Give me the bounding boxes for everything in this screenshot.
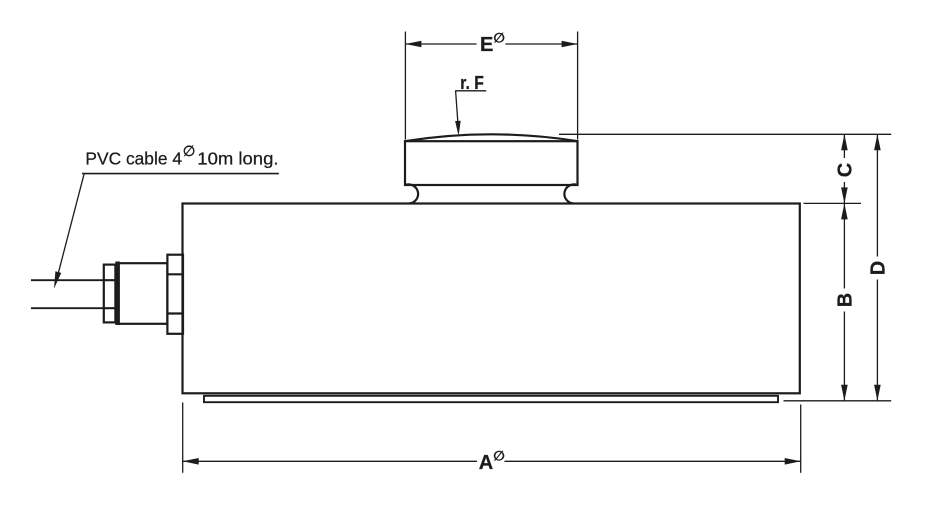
right-undercut-groove: [563, 183, 578, 205]
radius-leader-arrow: [455, 120, 461, 136]
radius-label: r. F: [460, 73, 484, 93]
load-button-dome: [404, 133, 579, 143]
dim-d-arrow-top: [874, 134, 881, 151]
dimension-e: E∅: [404, 30, 579, 140]
base-plate-outline: [203, 394, 779, 404]
gland-nut-flats: [103, 279, 116, 310]
gland-body-outline: [116, 262, 169, 325]
cable-callout: PVC cable 4 ∅ 10m long.: [54, 144, 279, 289]
dim-d-arrow-bottom: [874, 384, 881, 401]
dimension-b: B: [834, 203, 857, 401]
gland-flange-outline: [166, 253, 185, 335]
dimension-a: A∅: [182, 402, 802, 474]
cable-gland: [31, 253, 185, 335]
cable-leader-line: [57, 174, 85, 273]
cable-note-prefix: PVC cable 4: [85, 149, 182, 169]
dim-a-label: A∅: [479, 449, 505, 474]
left-undercut-groove: [405, 183, 420, 205]
right-extension-lines: [559, 133, 892, 402]
dim-b-arrow-bottom: [841, 384, 848, 401]
cable-lines: [31, 279, 104, 310]
dim-a-arrow-right: [784, 458, 801, 465]
load-button-outline: [403, 140, 579, 187]
radius-callout: r. F: [454, 73, 487, 136]
cable-note-dia-symbol: ∅: [183, 144, 196, 160]
dim-a-dia-symbol: ∅: [493, 449, 505, 464]
gland-nut-outline: [102, 263, 117, 324]
dim-e-label: E∅: [480, 30, 505, 56]
dim-e-arrow-left: [405, 40, 422, 48]
dim-a-letter: A: [479, 452, 493, 474]
dim-a-arrow-left: [182, 458, 199, 465]
dim-c-arrow-top: [841, 134, 848, 151]
cable-leader-arrow: [54, 271, 62, 289]
dim-d-label: D: [867, 261, 889, 275]
dimension-d: D: [867, 134, 890, 401]
dim-e-arrow-right: [561, 40, 578, 48]
dimension-c: C: [834, 134, 857, 204]
dim-e-letter: E: [480, 34, 493, 56]
dim-c-label: C: [834, 163, 856, 177]
dim-e-dia-symbol: ∅: [493, 30, 505, 45]
radius-leader-line: [454, 90, 459, 124]
gland-flange-flats: [167, 273, 183, 315]
dim-c-arrow-bottom: [841, 187, 848, 204]
dim-b-label: B: [834, 293, 856, 307]
cable-note-suffix: 10m long.: [197, 149, 278, 169]
dim-b-arrow-top: [841, 203, 848, 220]
body-outline: [181, 202, 801, 395]
load-cell-part: [181, 133, 801, 404]
